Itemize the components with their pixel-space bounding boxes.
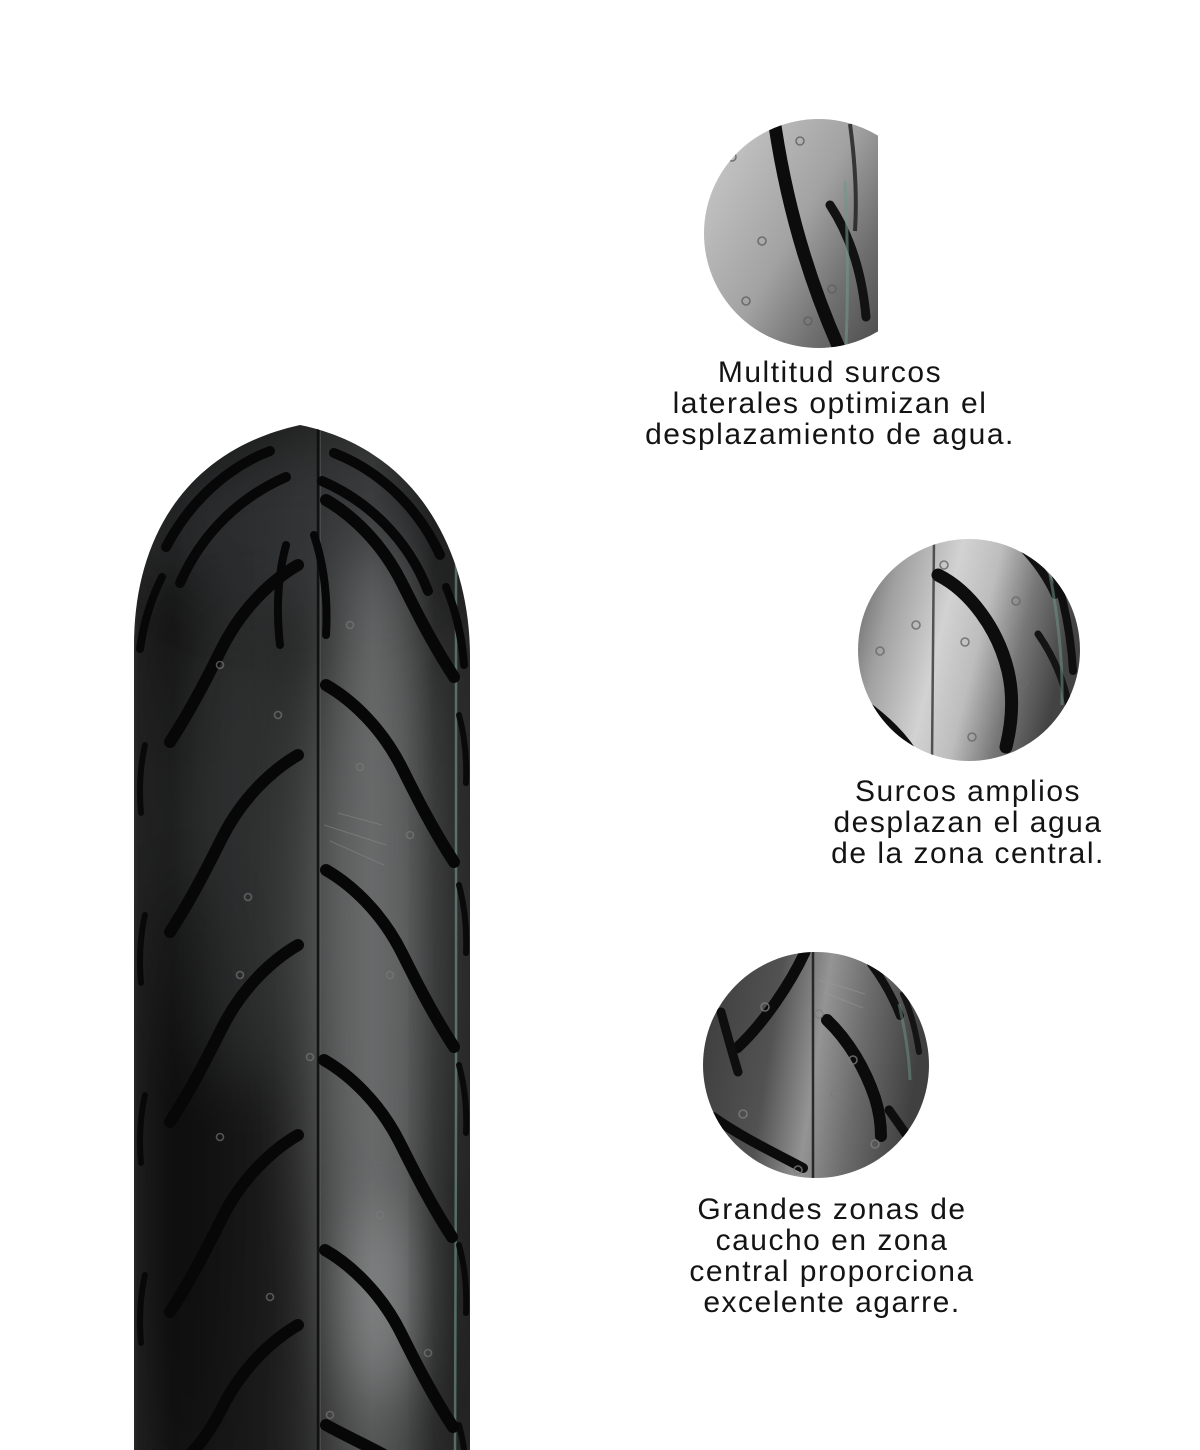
closeup3-scratches bbox=[818, 979, 866, 1009]
closeup2-teal-line bbox=[1048, 574, 1064, 706]
closeup1-main-groove bbox=[767, 119, 846, 348]
detail-circle-wide-grooves bbox=[858, 539, 1080, 761]
caption-lateral-grooves: Multitud surcos laterales optimizan el d… bbox=[610, 357, 1050, 450]
tire-photo-image bbox=[134, 425, 470, 1450]
closeup2-main-groove bbox=[931, 568, 1019, 754]
caption-line: desplazamiento de agua. bbox=[645, 418, 1015, 451]
caption-line: Grandes zonas de bbox=[697, 1193, 967, 1226]
detail-circle-lateral-grooves bbox=[704, 119, 878, 348]
caption-center-rubber: Grandes zonas de caucho en zona central … bbox=[662, 1194, 1002, 1318]
closeup3-right-groove bbox=[821, 1014, 887, 1142]
caption-wide-grooves: Surcos amplios desplazan el agua de la z… bbox=[808, 776, 1128, 869]
caption-line: desplazan el agua bbox=[833, 806, 1103, 839]
tire-photo bbox=[128, 415, 472, 1450]
closeup3-teal-line bbox=[897, 1003, 912, 1081]
closeup1-teal-line bbox=[843, 180, 849, 348]
tire-right-grooves bbox=[318, 494, 460, 1450]
tread-closeup-wide-grooves bbox=[858, 539, 1080, 761]
tread-closeup-center-rubber bbox=[703, 952, 929, 1178]
tire-mold-line-teal bbox=[453, 564, 458, 1450]
caption-line: laterales optimizan el bbox=[672, 387, 988, 420]
closeup3-left-groove bbox=[731, 952, 811, 1054]
tire-scratches bbox=[323, 812, 387, 866]
caption-line: Multitud surcos bbox=[717, 356, 943, 389]
tire-sheen-band bbox=[308, 545, 452, 1405]
caption-line: Surcos amplios bbox=[854, 775, 1082, 808]
caption-line: de la zona central. bbox=[831, 837, 1105, 870]
tire-left-grooves bbox=[164, 559, 304, 1450]
tire-crown-grooves bbox=[136, 446, 468, 669]
tire-mold-dimples bbox=[215, 620, 433, 1420]
detail-circle-center-rubber bbox=[703, 952, 929, 1178]
closeup2-dimples bbox=[875, 560, 1029, 742]
closeup3-dimples bbox=[738, 1002, 880, 1175]
tread-closeup-lateral-grooves bbox=[704, 119, 878, 348]
caption-line: excelente agarre. bbox=[703, 1286, 961, 1319]
caption-line: central proporciona bbox=[689, 1255, 975, 1288]
tire-shoulder-sipes bbox=[137, 712, 470, 1450]
caption-line: caucho en zona bbox=[715, 1224, 949, 1257]
